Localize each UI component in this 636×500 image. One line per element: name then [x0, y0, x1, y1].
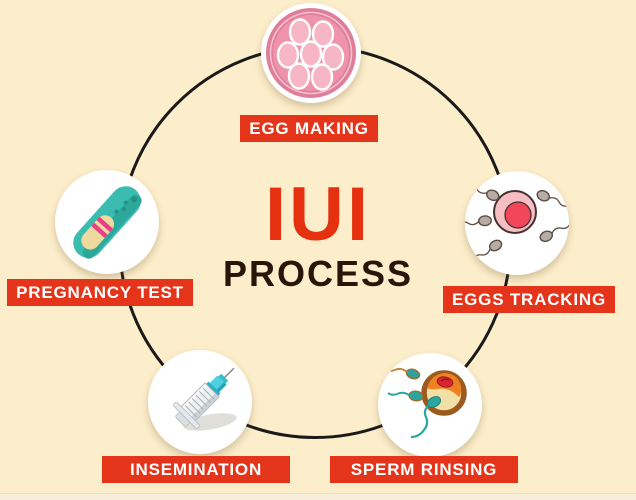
title-main: IUI	[264, 172, 372, 257]
sperm-fertilizing-egg-icon	[378, 353, 482, 457]
sperm-around-egg-icon-svg	[465, 178, 569, 265]
sperm-around-egg-icon	[465, 171, 569, 275]
step-label-pregnancy-test: PREGNANCY TEST	[7, 279, 193, 306]
step-label-insemination: INSEMINATION	[102, 456, 290, 483]
egg-cells-icon	[261, 3, 361, 103]
pregnancy-test-stick-icon	[55, 170, 159, 274]
title-sub: PROCESS	[222, 253, 414, 294]
step-label-eggs-tracking: EGGS TRACKING	[443, 286, 615, 313]
step-label-sperm-rinsing: SPERM RINSING	[330, 456, 518, 483]
sperm-fertilizing-egg-icon-svg	[385, 367, 467, 439]
page-title: IUI PROCESS	[212, 177, 424, 292]
syringe-icon-svg	[173, 367, 237, 431]
egg-cells-icon-svg	[266, 8, 356, 98]
step-label-egg-making: EGG MAKING	[240, 115, 378, 142]
syringe-icon	[148, 350, 252, 454]
pregnancy-test-stick-icon-svg	[73, 186, 142, 259]
bottom-edge	[0, 493, 636, 500]
